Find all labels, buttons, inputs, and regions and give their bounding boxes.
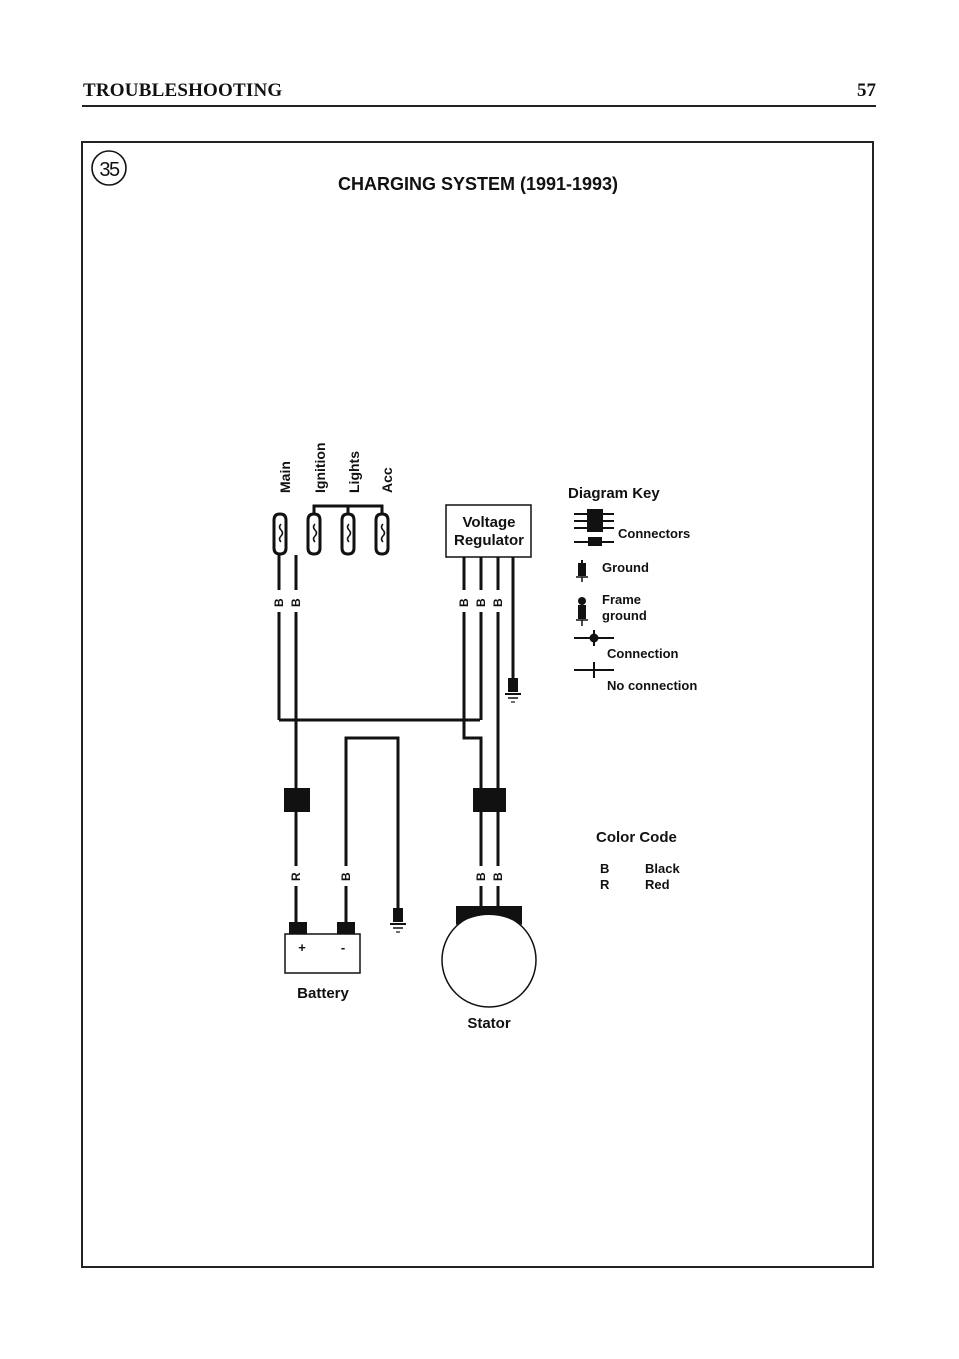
color-code-letter: B: [600, 861, 609, 876]
wire-label: B: [457, 598, 471, 607]
no-connection-key-icon: [574, 662, 614, 678]
diagram-key: Diagram Key Connectors Ground: [568, 485, 697, 693]
section-header: TROUBLESHOOTING: [83, 80, 283, 101]
key-ground: Ground: [602, 560, 649, 575]
stator-label: Stator: [467, 1015, 511, 1032]
stator: Stator: [441, 906, 537, 1032]
battery-negative-terminal: -: [341, 940, 345, 955]
color-code: Color Code B Black R Red: [596, 829, 680, 892]
connection-key-icon: [574, 630, 614, 646]
voltage-regulator: Voltage Regulator: [445, 504, 532, 558]
key-frame-ground-line2: ground: [602, 608, 647, 623]
wire-label: B: [289, 598, 303, 607]
wiring: [277, 555, 515, 922]
wire-label: R: [289, 872, 303, 881]
wire-label: B: [491, 872, 505, 881]
fuse-bus-bar: [312, 504, 384, 514]
battery-positive-terminal: +: [298, 940, 306, 955]
connector-stator: [473, 788, 506, 812]
figure-number: 35: [99, 159, 120, 181]
battery: + - Battery: [284, 922, 361, 1002]
color-code-letter: R: [600, 877, 610, 892]
battery-label: Battery: [297, 985, 349, 1002]
connectors-key-icon: [574, 509, 614, 546]
fuse-label-ignition: Ignition: [312, 442, 328, 493]
fuse-acc: [374, 512, 390, 556]
key-connectors: Connectors: [618, 526, 690, 541]
color-code-title: Color Code: [596, 829, 677, 846]
fuse-lights: [340, 512, 356, 556]
ground-symbol-regulator: [505, 678, 521, 703]
frame-ground-key-icon: [576, 597, 588, 626]
diagram-key-title: Diagram Key: [568, 485, 660, 502]
wire-label: B: [272, 598, 286, 607]
color-code-name: Red: [645, 877, 670, 892]
fuse-label-main: Main: [277, 461, 293, 493]
key-frame-ground-line1: Frame: [602, 592, 641, 607]
figure-frame: [81, 141, 874, 1268]
color-code-name: Black: [645, 861, 680, 876]
fuse-label-acc: Acc: [379, 467, 395, 493]
page-number: 57: [857, 80, 876, 101]
key-connection: Connection: [607, 646, 679, 661]
wire-label: B: [491, 598, 505, 607]
regulator-label-line1: Voltage: [462, 514, 515, 531]
header-rule: [82, 105, 876, 107]
ground-symbol-battery: [390, 908, 406, 933]
figure-title: CHARGING SYSTEM (1991-1993): [338, 174, 618, 194]
wire-label: B: [474, 872, 488, 881]
wire-labels: B B B B B R B B B: [272, 598, 505, 881]
key-no-connection: No connection: [607, 678, 697, 693]
figure-number-badge: 35: [91, 150, 127, 186]
connector-battery: [284, 788, 310, 812]
fuse-ignition: [306, 512, 322, 556]
regulator-label-line2: Regulator: [454, 532, 524, 549]
fuse-label-lights: Lights: [346, 451, 362, 493]
fuse-main: [272, 512, 288, 556]
wire-label: B: [474, 598, 488, 607]
ground-key-icon: [576, 560, 588, 582]
wire-label: B: [339, 872, 353, 881]
